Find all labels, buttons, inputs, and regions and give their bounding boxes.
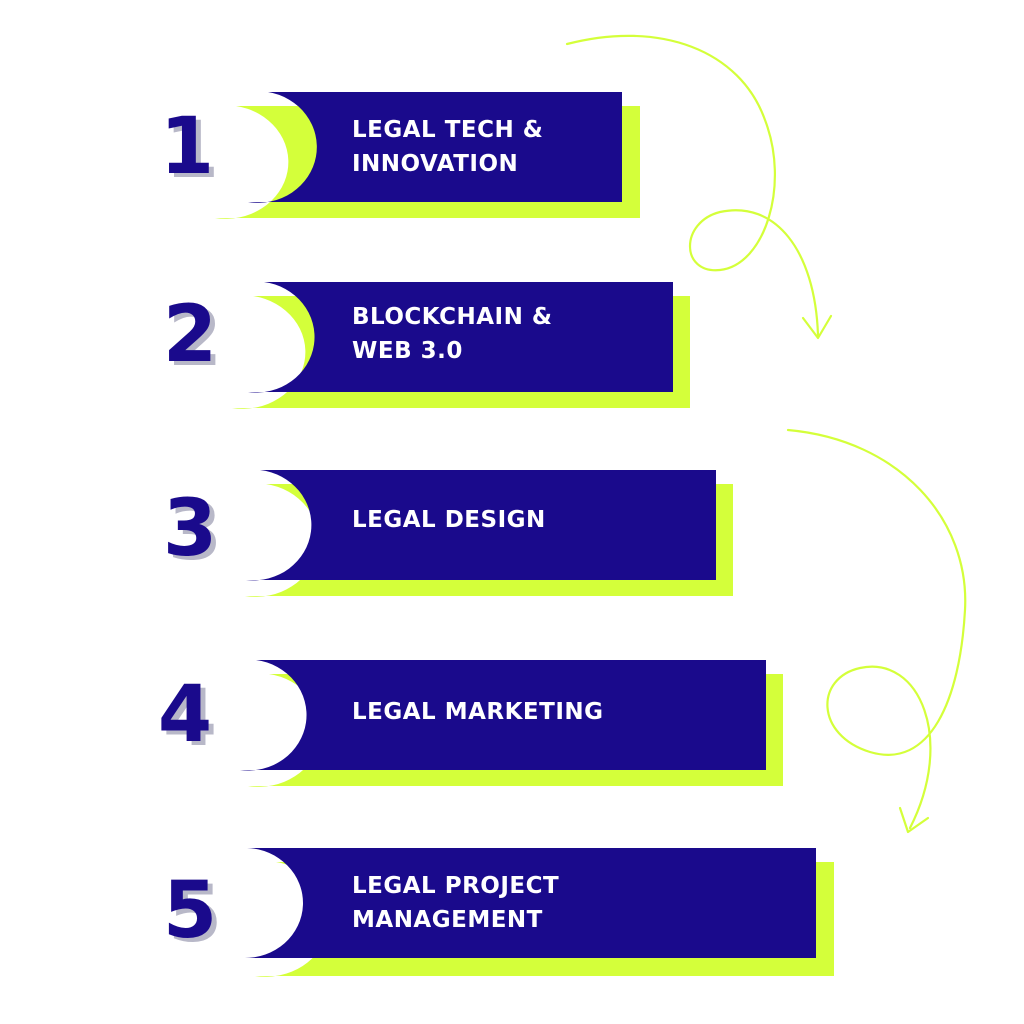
step-number-3: 3: [162, 484, 218, 574]
step-3: [245, 470, 733, 597]
step-number-1: 1: [159, 102, 215, 192]
step-number-2: 2: [162, 290, 218, 380]
step-2: [232, 282, 690, 409]
curved-arrow-icon: [565, 34, 833, 340]
step-2-bar: [248, 282, 673, 393]
step-3-bar: [246, 470, 716, 581]
step-1-bar: [248, 92, 622, 203]
step-number-4: 4: [157, 670, 213, 760]
step-label-3: LEGAL DESIGN: [352, 507, 546, 533]
step-label-1: LEGAL TECH & INNOVATION: [352, 117, 544, 177]
step-label-5: LEGAL PROJECT MANAGEMENT: [352, 873, 560, 933]
step-1: [215, 92, 640, 219]
step-4: [240, 660, 783, 787]
step-5: [243, 848, 834, 977]
step-label-2: BLOCKCHAIN & WEB 3.0: [352, 304, 553, 364]
step-number-5: 5: [162, 866, 218, 956]
curved-arrow-icon: [786, 428, 967, 834]
step-label-4: LEGAL MARKETING: [352, 699, 604, 725]
step-5-bar: [243, 848, 816, 959]
step-4-bar: [240, 660, 766, 771]
